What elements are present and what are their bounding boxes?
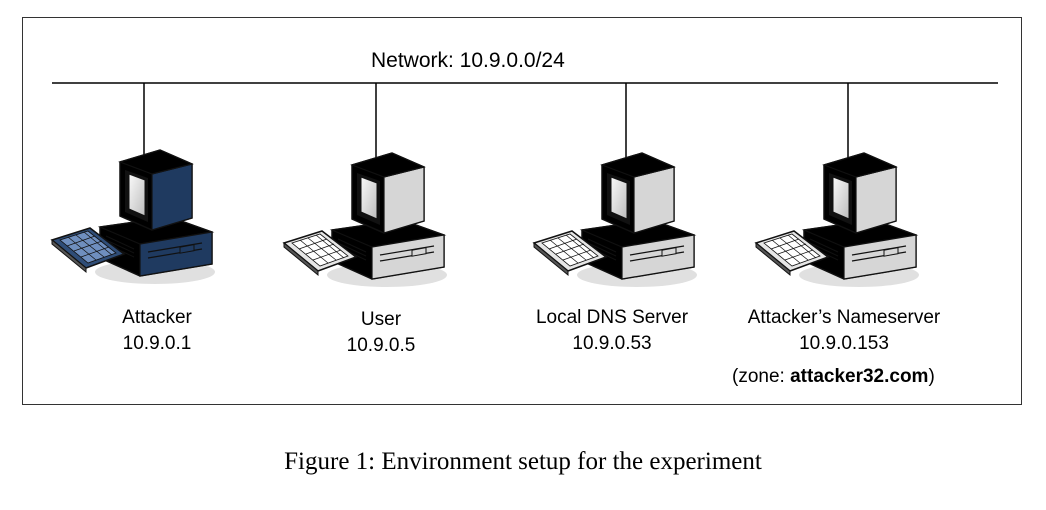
host-name: Attacker’s Nameserver xyxy=(747,307,941,328)
host-attacker: Attacker 10.9.0.1 xyxy=(122,307,192,355)
host-name: Local DNS Server xyxy=(535,307,689,328)
nameserver-computer-icon xyxy=(754,152,919,287)
host-name: Attacker xyxy=(122,307,192,328)
host-ip: 10.9.0.1 xyxy=(122,333,192,354)
figure-frame xyxy=(22,17,1022,405)
user-computer-icon xyxy=(282,152,447,287)
zone-suffix: ) xyxy=(928,366,935,387)
figure-caption: Figure 1: Environment setup for the expe… xyxy=(284,448,762,475)
host-user: User 10.9.0.5 xyxy=(347,309,416,357)
zone-domain: attacker32.com xyxy=(790,366,929,387)
zone-prefix: (zone: xyxy=(732,366,791,387)
host-local-dns: Local DNS Server 10.9.0.53 xyxy=(536,307,688,355)
host-ip: 10.9.0.5 xyxy=(346,335,416,356)
host-ip: 10.9.0.53 xyxy=(572,333,652,354)
dns-server-computer-icon xyxy=(532,152,697,287)
attacker-computer-icon xyxy=(50,149,215,284)
zone-note: (zone: attacker32.com) xyxy=(732,366,935,388)
host-ip: 10.9.0.153 xyxy=(799,333,889,354)
host-name: User xyxy=(360,309,402,330)
host-attacker-nameserver: Attacker’s Nameserver 10.9.0.153 xyxy=(748,307,941,355)
network-label: Network: 10.9.0.0/24 xyxy=(371,49,565,72)
